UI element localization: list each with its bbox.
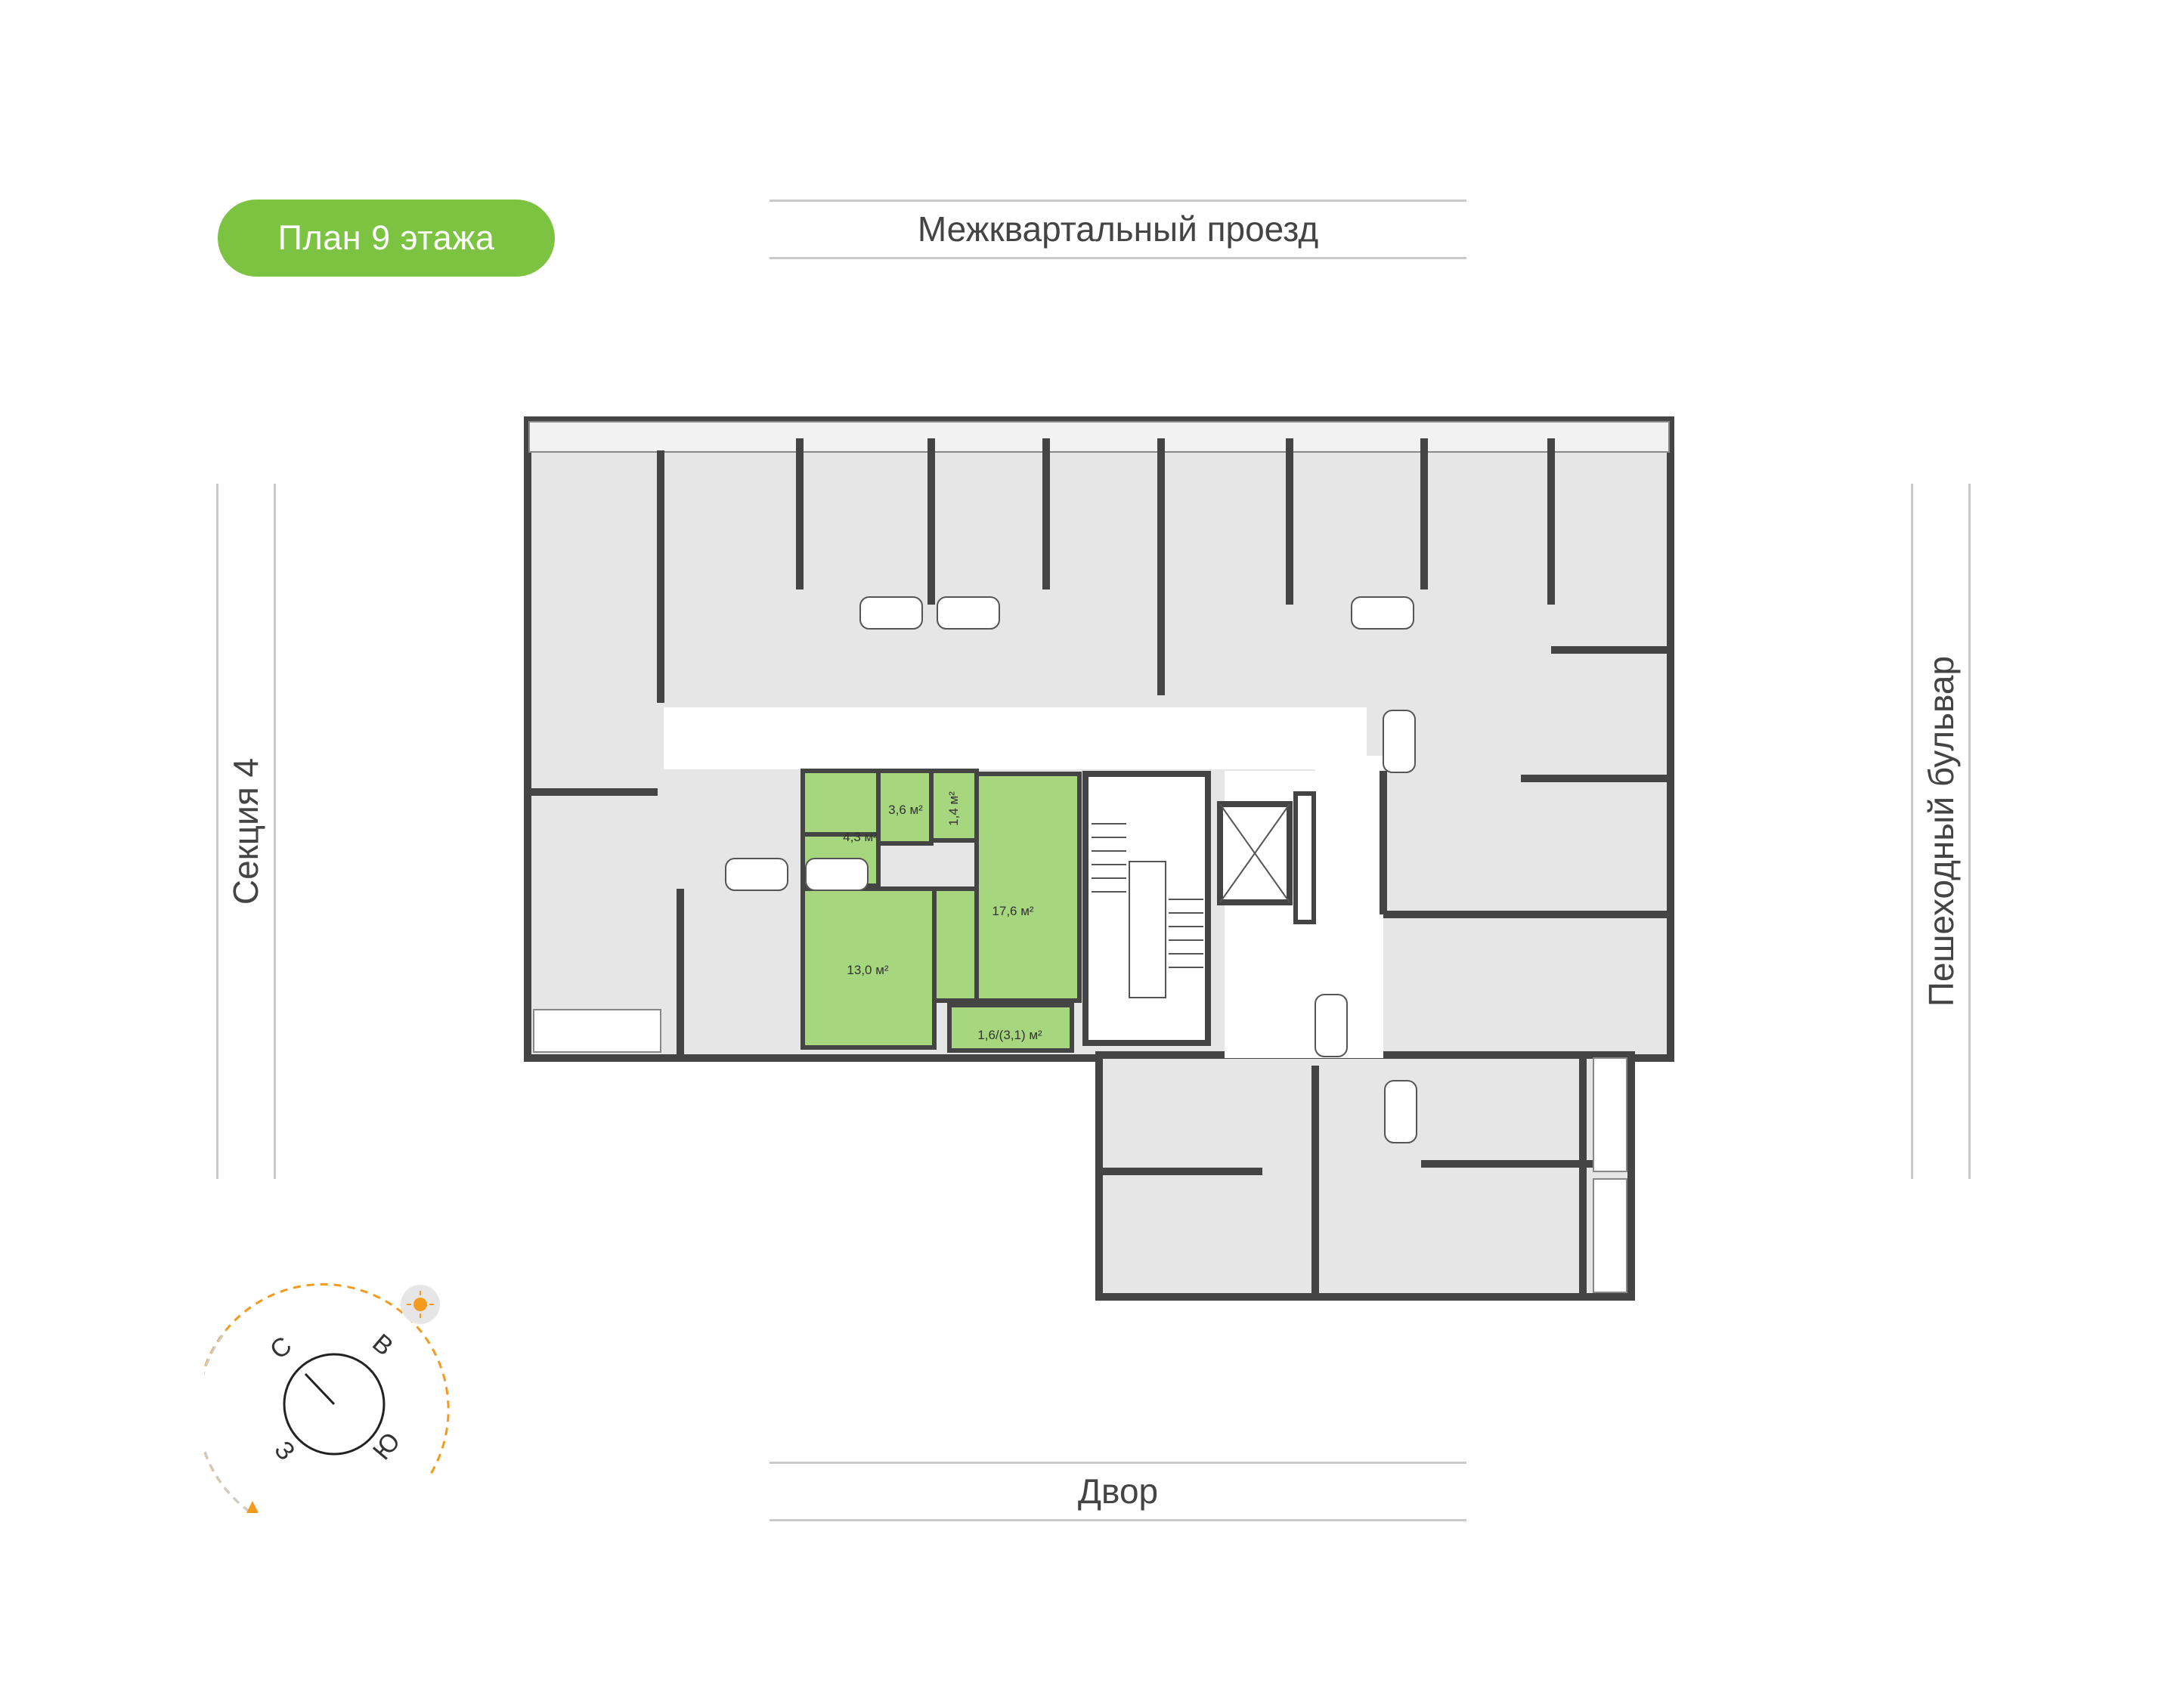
bottom-street-line-lower: [770, 1519, 1466, 1521]
room-area-hall: 4,3 м²: [843, 830, 878, 844]
interior-walls: [531, 438, 1671, 1297]
top-street-line-upper: [770, 200, 1466, 202]
left-street-line-outer: [216, 484, 218, 1179]
right-street-line-inner: [1911, 484, 1913, 1179]
bottom-street-label: Двор: [1077, 1471, 1159, 1511]
room-area-bathroom: 3,6 м²: [888, 803, 923, 817]
top-street-label: Межквартальный проезд: [917, 209, 1319, 249]
room-area-bedroom: 13,0 м²: [847, 963, 889, 977]
compass: [204, 1283, 450, 1513]
floor-plan-badge: План 9 этажа: [218, 200, 555, 277]
staircase: [1082, 771, 1211, 1046]
right-street-line-outer: [1968, 484, 1971, 1179]
bathtubs: [725, 596, 1417, 1143]
windows-south: [533, 1009, 1627, 1293]
top-street-line-lower: [770, 257, 1466, 259]
highlighted-apartment: [801, 769, 1082, 1053]
room-area-balcony: 1,6/(3,1) м²: [977, 1028, 1042, 1042]
room-area-living: 17,6 м²: [992, 904, 1034, 918]
bottom-street-line-upper: [770, 1462, 1466, 1464]
room-area-wc: 1,4 м²: [946, 791, 961, 826]
left-street-line-inner: [274, 484, 276, 1179]
elevators: [1217, 791, 1316, 924]
